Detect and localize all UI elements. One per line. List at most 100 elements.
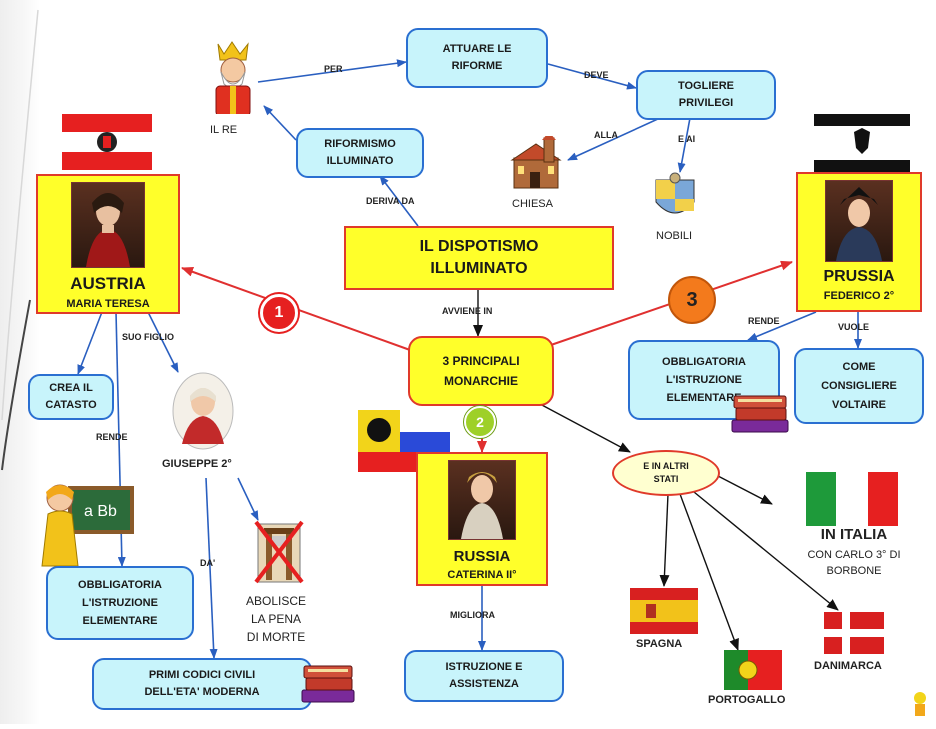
king-icon xyxy=(204,40,262,129)
number-one: 1 xyxy=(274,304,284,321)
spagna-caption: SPAGNA xyxy=(636,638,683,650)
edge-giuseppe-abolisce xyxy=(237,477,259,521)
church-icon xyxy=(508,132,564,199)
edge-austria-giuseppe xyxy=(147,311,179,373)
austria-name: AUSTRIA xyxy=(70,274,146,293)
federico-portrait xyxy=(825,180,893,262)
attuare-line1: ATTUARE LE xyxy=(442,43,512,55)
edge-altri-portogallo xyxy=(679,493,739,651)
title-line2: ILLUMINATO xyxy=(430,260,528,277)
title-node: IL DISPOTISMO ILLUMINATO xyxy=(344,226,614,290)
togliere-line2: PRIVILEGI xyxy=(678,97,734,109)
number-two-badge: 2 xyxy=(464,406,496,438)
edge-re-attuare xyxy=(257,59,407,83)
russia-name: RUSSIA xyxy=(453,548,511,565)
portogallo-caption: PORTOGALLO xyxy=(708,694,786,706)
italia-caption: IN ITALIA CON CARLO 3° DI BORBONE xyxy=(778,526,930,577)
codici-civili-node: PRIMI CODICI CIVILI DELL'ETA' MODERNA xyxy=(92,658,312,710)
riformismo-line1: RIFORMISMO xyxy=(324,138,396,150)
russia-node: RUSSIA CATERINA II° xyxy=(416,452,548,586)
edge-prussia-obbligatoria xyxy=(747,311,817,341)
label-rende-prussia: RENDE xyxy=(748,316,780,326)
edge-altri-italia xyxy=(717,475,773,505)
maria-teresa-portrait xyxy=(71,182,145,268)
edge-altri-danimarca xyxy=(693,491,839,611)
nobili-caption: NOBILI xyxy=(656,230,693,242)
voltaire-node: COME CONSIGLIERE VOLTAIRE xyxy=(794,348,924,424)
edge-title-riformismo xyxy=(379,175,419,227)
togliere-line1: TOGLIERE xyxy=(677,80,735,92)
number-three: 3 xyxy=(686,288,698,311)
slide-left-margin xyxy=(0,0,40,724)
label-alla: ALLA xyxy=(594,130,618,140)
russia-ruler: CATERINA II° xyxy=(447,569,517,581)
portugal-flag xyxy=(724,650,782,695)
catasto-line2: CATASTO xyxy=(45,399,97,411)
denmark-flag xyxy=(824,612,884,659)
center-line1: 3 PRINCIPALI xyxy=(442,354,520,368)
istruzione-line1: ISTRUZIONE E xyxy=(445,661,523,673)
label-da: DA' xyxy=(200,558,216,568)
prussia-obb-line3: ELEMENTARE xyxy=(666,392,742,404)
abolished-gallows-icon xyxy=(254,520,304,591)
number-three-badge: 3 xyxy=(668,276,716,324)
prussia-obb-line2: L'ISTRUZIONE xyxy=(666,374,742,386)
chiesa-caption: CHIESA xyxy=(512,198,553,210)
italia-line2: CON CARLO 3° DI xyxy=(807,549,901,561)
giuseppe-caption: GIUSEPPE 2° xyxy=(162,458,232,470)
label-deve: DEVE xyxy=(584,70,609,80)
austria-obb-line3: ELEMENTARE xyxy=(82,615,158,627)
edge-riformismo-re xyxy=(263,105,297,141)
abolisce-line2: LA PENA xyxy=(251,612,302,626)
edge-center-altri xyxy=(539,403,631,453)
crea-catasto-node: CREA IL CATASTO xyxy=(28,374,114,420)
altri-line2: STATI xyxy=(653,474,679,484)
label-vuole: VUOLE xyxy=(838,322,870,332)
austria-ruler: MARIA TERESA xyxy=(66,298,150,310)
teacher-blackboard-icon: a Bb xyxy=(36,474,136,575)
edge-austria-catasto xyxy=(77,311,103,375)
center-line2: MONARCHIE xyxy=(444,374,518,388)
edge-attuare-togliere xyxy=(547,63,637,90)
edge-togliere-chiesa xyxy=(567,117,661,161)
label-deriva-da: DERIVA DA xyxy=(366,196,415,206)
label-e-ai: E AI xyxy=(678,134,696,144)
title-line1: IL DISPOTISMO xyxy=(419,238,539,255)
austria-flag xyxy=(62,114,152,175)
principali-monarchie-node: 3 PRINCIPALI MONARCHIE xyxy=(408,336,554,406)
austria-obb-line2: L'ISTRUZIONE xyxy=(82,597,158,609)
label-per: PER xyxy=(324,64,343,74)
books-icon-prussia xyxy=(730,390,794,441)
togliere-privilegi-node: TOGLIERE PRIVILEGI xyxy=(636,70,776,120)
label-avviene-in: AVVIENE IN xyxy=(442,306,493,316)
italy-flag xyxy=(806,472,898,531)
austria-obbligatoria-node: OBBLIGATORIA L'ISTRUZIONE ELEMENTARE xyxy=(46,566,194,640)
istruzione-line2: ASSISTENZA xyxy=(449,678,519,690)
caterina-portrait xyxy=(448,460,516,540)
abolisce-line3: DI MORTE xyxy=(246,630,306,644)
italia-line1: IN ITALIA xyxy=(820,526,888,543)
abolisce-line1: ABOLISCE xyxy=(246,594,307,608)
number-one-badge: 1 xyxy=(260,294,298,332)
catasto-line1: CREA IL xyxy=(49,382,93,394)
prussia-node: PRUSSIA FEDERICO 2° xyxy=(796,172,922,312)
prussia-ruler: FEDERICO 2° xyxy=(823,290,895,302)
edge-togliere-nobili xyxy=(677,117,691,173)
voltaire-line2: CONSIGLIERE xyxy=(821,379,897,392)
label-migliora: MIGLIORA xyxy=(450,610,495,620)
codici-line1: PRIMI CODICI CIVILI xyxy=(148,669,256,681)
istruzione-assistenza-node: ISTRUZIONE E ASSISTENZA xyxy=(404,650,564,702)
books-icon-austria xyxy=(300,660,358,711)
il-re-caption: IL RE xyxy=(210,124,238,136)
small-figure-icon xyxy=(910,690,930,725)
italia-line3: BORBONE xyxy=(826,565,882,577)
riformismo-node: RIFORMISMO ILLUMINATO xyxy=(296,128,424,178)
voltaire-line3: VOLTAIRE xyxy=(832,398,886,411)
austria-node: AUSTRIA MARIA TERESA xyxy=(36,174,180,314)
attuare-riforme-node: ATTUARE LE RIFORME xyxy=(406,28,548,88)
attuare-line2: RIFORME xyxy=(451,60,503,72)
spain-flag xyxy=(630,588,698,639)
decorative-swoosh xyxy=(1,9,39,471)
edge-giuseppe-codici xyxy=(205,477,218,659)
riformismo-line2: ILLUMINATO xyxy=(326,155,394,167)
